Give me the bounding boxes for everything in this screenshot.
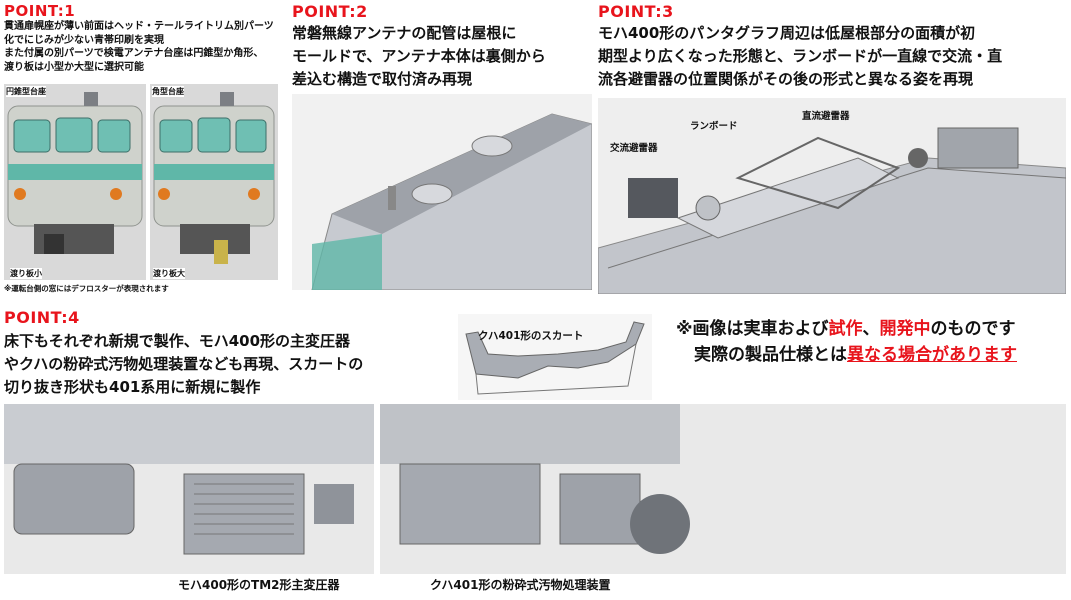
disclaimer-text: 実際の製品仕様とは: [694, 345, 847, 365]
point1-line: 渡り板は小型か大型に選択可能: [4, 61, 144, 73]
transformer-caption: モハ400形のTM2形主変圧器: [178, 578, 340, 592]
disclaimer-highlight: 異なる場合があります: [847, 345, 1017, 365]
small-plate-label: 渡り板小: [10, 268, 42, 279]
point2-line: 常磐無線アンテナの配管は屋根に: [292, 24, 517, 42]
point1-note: ※運転台側の窓にはデフロスターが表現されます: [4, 284, 169, 293]
point2-line: 差込む構造で取付済み再現: [292, 70, 473, 88]
square-base-label: 角型台座: [152, 86, 184, 97]
point3-line: 期型より広くなった形態と、ランボードが一直線で交流・直: [598, 47, 1003, 65]
train-front-image-square: [150, 84, 278, 280]
transformer-cad-image: [4, 404, 374, 574]
disclaimer-line-1: ※画像は実車および試作、開発中のものです: [676, 316, 1017, 342]
waste-treatment-cad-image: [380, 404, 1066, 574]
point4-line: やクハの粉砕式汚物処理装置なども再現、スカートの: [4, 355, 364, 373]
point2-line: モールドで、アンテナ本体は裏側から: [292, 47, 546, 65]
point2-description: 常磐無線アンテナの配管は屋根に モールドで、アンテナ本体は裏側から 差込む構造で…: [292, 22, 546, 91]
disclaimer-text: 、: [862, 319, 880, 339]
disclaimer-text: ※画像は実車および: [676, 319, 829, 339]
pantograph-cad-image: [598, 98, 1066, 294]
point2-title: POINT:2: [292, 2, 368, 21]
ac-arrester-label: 交流避雷器: [610, 143, 658, 154]
point1-description: 貫通扉幌座が薄い前面はヘッド・テールライトリム別パーツ 化でにじみが少ない青帯印…: [4, 20, 274, 74]
point3-line: 流各避雷器の位置関係がその後の形式と異なる姿を再現: [598, 70, 974, 88]
point1-line: 貫通扉幌座が薄い前面はヘッド・テールライトリム別パーツ: [4, 21, 274, 32]
point4-description: 床下もそれぞれ新規で製作、モハ400形の主変圧器 やクハの粉砕式汚物処理装置など…: [4, 330, 363, 399]
waste-treatment-caption: クハ401形の粉砕式汚物処理装置: [430, 578, 611, 592]
large-plate-label: 渡り板大: [153, 268, 185, 279]
point3-title: POINT:3: [598, 2, 674, 21]
point3-description: モハ400形のパンタグラフ周辺は低屋根部分の面積が初 期型より広くなった形態と、…: [598, 22, 1002, 91]
point3-line: モハ400形のパンタグラフ周辺は低屋根部分の面積が初: [598, 24, 976, 42]
point1-line: 化でにじみが少ない青帯印刷を実現: [4, 34, 164, 46]
skirt-cad-image: [458, 314, 652, 400]
point4-title: POINT:4: [4, 308, 80, 327]
cone-base-label: 円錐型台座: [6, 86, 46, 97]
runboard-label: ランボード: [690, 121, 738, 132]
disclaimer-text: のものです: [930, 319, 1016, 339]
disclaimer-highlight: 試作: [828, 319, 863, 339]
train-front-image-cone: [4, 84, 146, 280]
disclaimer-line-2: 実際の製品仕様とは異なる場合があります: [676, 342, 1017, 368]
point1-title: POINT:1: [4, 2, 76, 20]
dc-arrester-label: 直流避雷器: [802, 111, 850, 122]
point4-line: 切り抜き形状も401系用に新規に製作: [4, 378, 261, 396]
disclaimer-highlight: 開発中: [879, 319, 931, 339]
point4-line: 床下もそれぞれ新規で製作、モハ400形の主変圧器: [4, 332, 351, 350]
point1-line: また付属の別パーツで検電アンテナ台座は円錐型か角形、: [4, 48, 264, 59]
disclaimer: ※画像は実車および試作、開発中のものです 実際の製品仕様とは異なる場合があります: [676, 316, 1017, 368]
roof-antenna-cad-image: [292, 94, 592, 290]
skirt-label: クハ401形のスカート: [478, 330, 584, 342]
